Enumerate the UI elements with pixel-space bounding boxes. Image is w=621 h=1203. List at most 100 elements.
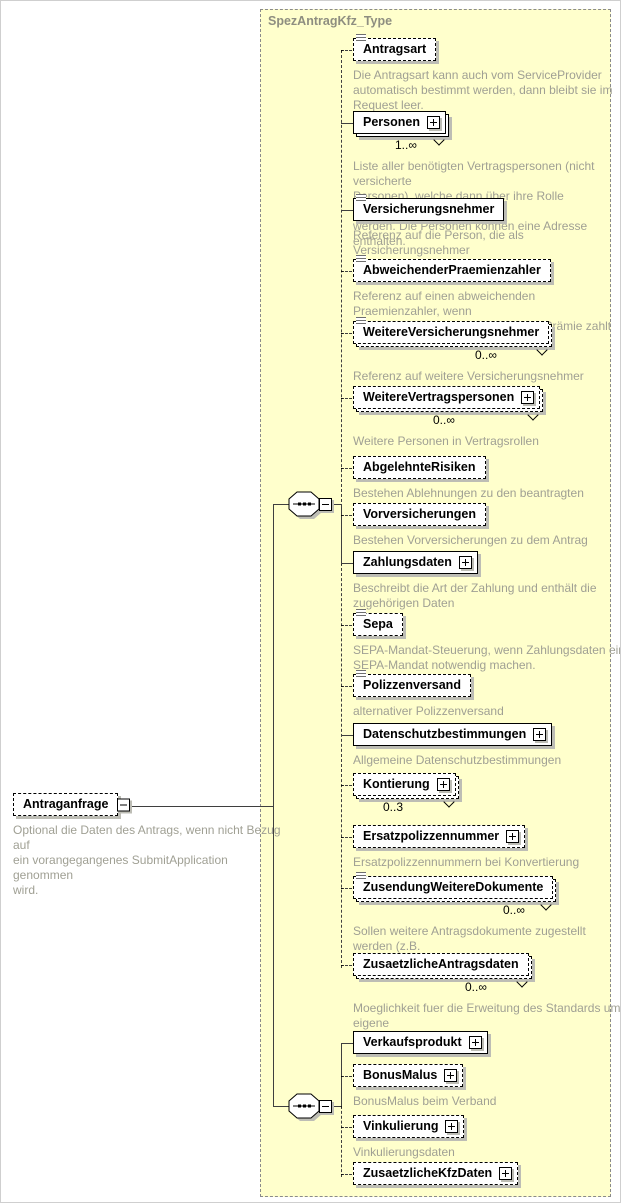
- element-box[interactable]: Ersatzpolizzennummer: [353, 825, 526, 848]
- element-label: Vinkulierung: [363, 1119, 439, 1133]
- element-label: Verkaufsprodukt: [363, 1035, 462, 1049]
- element-node-ersatzpolizzennummer: Ersatzpolizzennummer Ersatzpolizzennumme…: [353, 825, 620, 870]
- element-node-vinkulierung: Vinkulierung Vinkulierungsdaten: [353, 1115, 620, 1160]
- cardinality-label: 0..∞: [503, 903, 525, 917]
- element-node-zahlungsdaten: Zahlungsdaten Beschreibt die Art der Zah…: [353, 551, 620, 611]
- connector-line: [341, 965, 356, 966]
- element-box[interactable]: Sepa: [353, 609, 403, 636]
- sequence-octagon: [288, 1093, 322, 1121]
- element-label: Vorversicherungen: [363, 507, 477, 521]
- annotation-icon: [356, 194, 366, 202]
- expand-plus-icon[interactable]: [521, 391, 535, 405]
- element-box[interactable]: ZusendungWeitereDokumente: [353, 872, 554, 899]
- element-box[interactable]: Datenschutzbestimmungen: [353, 723, 553, 746]
- element-node-sepa: Sepa SEPA-Mandat-Steuerung, wenn Zahlung…: [353, 609, 620, 673]
- sequence-icon[interactable]: [287, 1092, 335, 1122]
- connector-line: [273, 1106, 289, 1107]
- element-box[interactable]: Verkaufsprodukt: [353, 1031, 488, 1054]
- element-box[interactable]: Antraganfrage: [13, 793, 131, 816]
- annotation-icon: [356, 317, 366, 325]
- element-box[interactable]: Antragsart: [353, 34, 437, 61]
- element-node-vorversicherungen: Vorversicherungen Bestehen Vorversicheru…: [353, 503, 620, 548]
- element-node-weitereversicherungsnehmer: WeitereVersicherungsnehmer 0..∞ Referenz…: [353, 317, 620, 384]
- annotation-text: Liste aller benötigten Vertragspersonen …: [353, 159, 595, 248]
- collapse-minus-icon[interactable]: [117, 798, 131, 811]
- expand-plus-icon[interactable]: [499, 1167, 513, 1181]
- connector-line: [341, 1043, 342, 1106]
- element-label: ZusendungWeitereDokumente: [363, 880, 544, 894]
- element-box[interactable]: WeitereVersicherungsnehmer: [353, 317, 550, 344]
- type-title: SpezAntragKfz_Type: [268, 14, 393, 28]
- element-box[interactable]: Kontierung: [353, 773, 456, 796]
- element-label: WeitereVertragspersonen: [363, 390, 515, 404]
- annotation-text: SEPA-Mandat-Steuerung, wenn Zahlungsdate…: [353, 643, 620, 672]
- annotation-icon: [356, 670, 366, 678]
- connector-line: [331, 1106, 341, 1107]
- expand-plus-icon[interactable]: [458, 556, 472, 570]
- annotation-text: Referenz auf weitere Versicherungsnehmer: [353, 369, 584, 383]
- element-label: ZusaetzlicheKfzDaten: [363, 1166, 493, 1180]
- annotation-text: Vinkulierungsdaten: [353, 1145, 455, 1159]
- element-label: ZusaetzlicheAntragsdaten: [363, 957, 519, 971]
- element-box[interactable]: ZusaetzlicheKfzDaten: [353, 1162, 519, 1185]
- cardinality-label: 0..∞: [465, 980, 487, 994]
- element-box[interactable]: Vorversicherungen: [353, 503, 487, 526]
- element-box[interactable]: Vinkulierung: [353, 1115, 465, 1138]
- element-label: Zahlungsdaten: [363, 555, 452, 569]
- expand-plus-icon[interactable]: [533, 728, 547, 742]
- connector-line: [273, 504, 289, 505]
- cardinality-label: 0..∞: [475, 348, 497, 362]
- connector-line: [341, 50, 342, 507]
- collapse-minus-icon[interactable]: [319, 1100, 332, 1113]
- element-label: Kontierung: [363, 777, 430, 791]
- connector-line: [341, 123, 353, 124]
- annotation-text: Weitere Personen in Vertragsrollen: [353, 434, 539, 448]
- annotation-icon: [356, 34, 366, 42]
- element-node-zusendungweiteredokumente: ZusendungWeitereDokumente 0..∞ Sollen we…: [353, 872, 620, 969]
- element-box[interactable]: ZusaetzlicheAntragsdaten: [353, 953, 529, 976]
- connector-line: [341, 1174, 356, 1175]
- annotation-text: Sollen weitere Antragsdokumente zugestel…: [353, 924, 586, 968]
- connector-line: [341, 1106, 342, 1177]
- element-node-antragsart: Antragsart Die Antragsart kann auch vom …: [353, 34, 620, 113]
- sequence-icon[interactable]: [287, 490, 335, 520]
- element-box[interactable]: Versicherungsnehmer: [353, 194, 505, 221]
- expand-plus-icon[interactable]: [436, 778, 450, 792]
- connector-line: [341, 504, 342, 563]
- connector-line: [341, 735, 353, 736]
- annotation-text: Moeglichkeit fuer die Erweitung des Stan…: [353, 1001, 621, 1045]
- collapse-minus-icon[interactable]: [319, 498, 332, 511]
- annotation-icon: [356, 872, 366, 880]
- sequence-octagon: [288, 491, 322, 519]
- connector-line: [341, 625, 356, 626]
- connector-line: [341, 515, 356, 516]
- expand-plus-icon[interactable]: [444, 1069, 458, 1083]
- connector-line: [341, 50, 356, 51]
- element-box[interactable]: WeitereVertragspersonen: [353, 386, 541, 409]
- element-label: AbgelehnteRisiken: [363, 460, 476, 474]
- annotation-text: Die Antragsart kann auch vom ServiceProv…: [353, 68, 613, 112]
- expand-plus-icon[interactable]: [468, 1036, 482, 1050]
- expand-plus-icon[interactable]: [506, 830, 520, 844]
- element-box[interactable]: Personen: [353, 111, 446, 134]
- connector-line: [341, 785, 356, 786]
- connector-line: [341, 1076, 356, 1077]
- element-box[interactable]: AbweichenderPraemienzahler: [353, 255, 551, 282]
- connector-line: [341, 1043, 353, 1044]
- annotation-text: alternativer Polizzenversand: [353, 704, 504, 718]
- cardinality-label: 1..∞: [395, 138, 417, 152]
- expand-plus-icon[interactable]: [445, 1120, 459, 1134]
- element-box[interactable]: Polizzenversand: [353, 670, 471, 697]
- element-node-kontierung: Kontierung 0..3: [353, 773, 459, 814]
- element-node-polizzenversand: Polizzenversand alternativer Polizzenver…: [353, 670, 620, 719]
- expand-plus-icon[interactable]: [426, 116, 440, 130]
- element-box[interactable]: AbgelehnteRisiken: [353, 456, 486, 479]
- element-label: AbweichenderPraemienzahler: [363, 263, 541, 277]
- connector-line: [341, 563, 342, 968]
- element-box[interactable]: BonusMalus: [353, 1064, 464, 1087]
- element-label: WeitereVersicherungsnehmer: [363, 325, 540, 339]
- element-box[interactable]: Zahlungsdaten: [353, 551, 478, 574]
- connector-line: [341, 333, 356, 334]
- element-node-zusaetzlichekfzdaten: ZusaetzlicheKfzDaten: [353, 1162, 519, 1185]
